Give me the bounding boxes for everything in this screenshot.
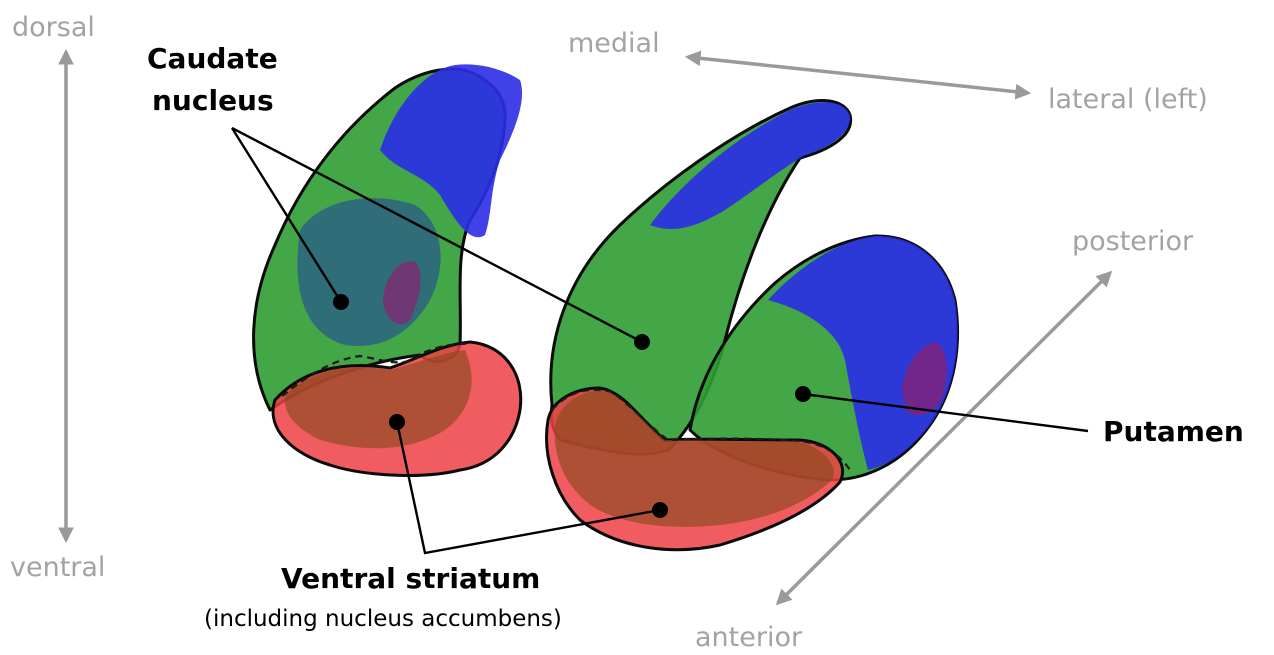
medial-label: medial	[568, 28, 660, 59]
posterior-label: posterior	[1072, 226, 1194, 257]
ventral-striatum-left-dot	[389, 414, 405, 430]
left-striatum-structure	[254, 64, 522, 475]
anterior-label: anterior	[695, 622, 803, 653]
caudate-right-dot	[634, 334, 650, 350]
caudate-left-dot	[333, 294, 349, 310]
caudate-label-line1: Caudate	[147, 42, 278, 75]
ventral-striatum-right-dot	[652, 502, 668, 518]
medial-lateral-arrow	[688, 57, 1028, 93]
putamen-label: Putamen	[1103, 415, 1244, 448]
caudate-label-line2: nucleus	[152, 84, 274, 117]
ventral-label: ventral	[10, 552, 105, 583]
lateral-label: lateral (left)	[1048, 84, 1208, 115]
putamen-dot	[795, 386, 811, 402]
dorsal-label: dorsal	[12, 12, 95, 43]
ventral-striatum-sublabel: (including nucleus accumbens)	[204, 606, 562, 632]
ventral-striatum-label: Ventral striatum	[281, 562, 540, 595]
